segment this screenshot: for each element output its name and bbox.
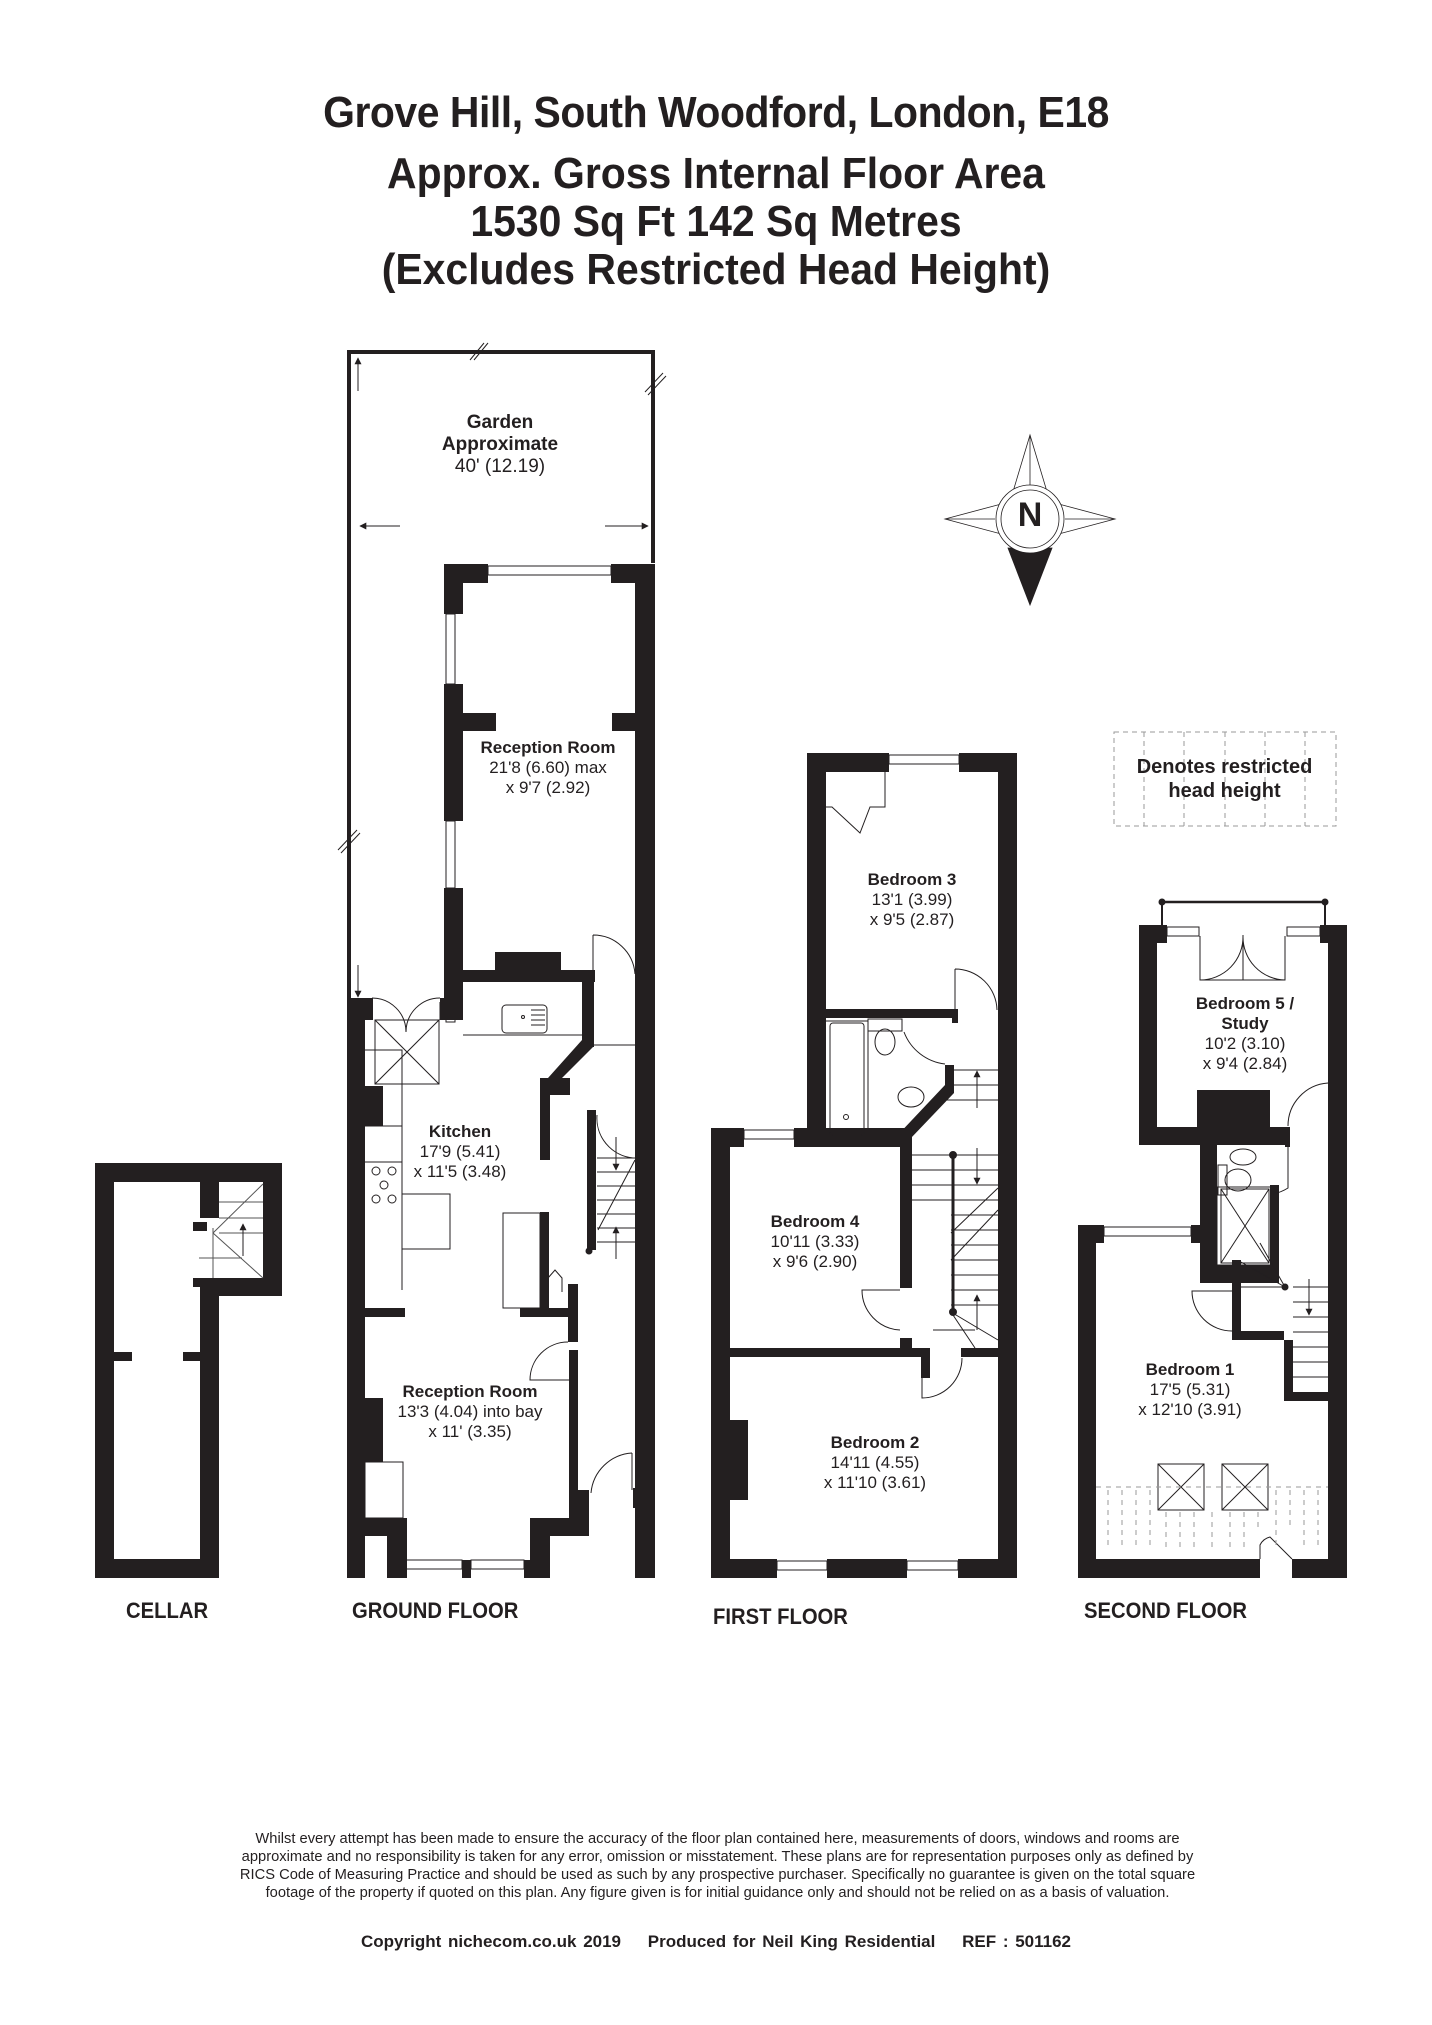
restricted-head-height-area <box>1096 1486 1328 1550</box>
area-title: Approx. Gross Internal Floor Area <box>387 149 1045 198</box>
first-floor-fixtures <box>743 754 999 1571</box>
restricted-height-key: Denotes restricted head height <box>1113 731 1336 826</box>
ground-floor-walls <box>347 564 655 1578</box>
room-label-bedroom-1: Bedroom 1 17'5 (5.31) x 12'10 (3.91) <box>1138 1360 1242 1419</box>
key-text-line1: Denotes restricted <box>1136 755 1313 778</box>
copyright-text: Copyright nichecom.co.uk 2019 <box>361 1932 622 1951</box>
floor-label-cellar: CELLAR <box>126 1598 209 1623</box>
second-floor-walls <box>1078 925 1347 1578</box>
disclaimer-text: Whilst every attempt has been made to en… <box>239 1830 1196 1901</box>
cellar-stairs <box>199 1183 264 1279</box>
reference-number: REF : 501162 <box>962 1932 1071 1951</box>
copyright-line: Copyright nichecom.co.uk 2019 Produced f… <box>0 1932 1432 1952</box>
room-label-front-reception: Reception Room 13'3 (4.04) into bay x 11… <box>397 1382 543 1441</box>
room-label-rear-reception: Reception Room 21'8 (6.60) max x 9'7 (2.… <box>480 738 616 797</box>
garden-outline <box>337 342 667 1000</box>
second-floor-fixtures <box>1103 898 1329 1560</box>
property-address: Grove Hill, South Woodford, London, E18 <box>323 88 1109 137</box>
floor-label-first: FIRST FLOOR <box>713 1604 848 1629</box>
floor-area-summary: Approx. Gross Internal Floor Area 1530 S… <box>50 150 1382 294</box>
first-floor-walls <box>711 753 1017 1578</box>
ground-floor-fixtures <box>364 565 636 1570</box>
room-label-kitchen: Kitchen 17'9 (5.41) x 11'5 (3.48) <box>413 1122 507 1181</box>
area-note: (Excludes Restricted Head Height) <box>381 245 1051 294</box>
floor-label-ground: GROUND FLOOR <box>352 1598 519 1623</box>
key-hatch <box>1113 731 1337 827</box>
room-label-bedroom-5-study: Bedroom 5 / Study 10'2 (3.10) x 9'4 (2.8… <box>1195 994 1295 1073</box>
room-label-bedroom-4: Bedroom 4 10'11 (3.33) x 9'6 (2.90) <box>770 1212 860 1271</box>
key-text-line2: head height <box>1168 779 1281 802</box>
produced-for-text: Produced for Neil King Residential <box>647 1932 936 1951</box>
cellar-walls <box>95 1163 282 1578</box>
room-label-bedroom-2: Bedroom 2 14'11 (4.55) x 11'10 (3.61) <box>823 1433 927 1492</box>
room-label-bedroom-3: Bedroom 3 13'1 (3.99) x 9'5 (2.87) <box>867 870 957 929</box>
compass-rose-icon <box>943 433 1117 607</box>
area-value: 1530 Sq Ft 142 Sq Metres <box>470 197 962 246</box>
north-label: N <box>1017 496 1043 534</box>
garden-label: Garden Approximate 40' (12.19) <box>441 412 559 477</box>
floor-label-second: SECOND FLOOR <box>1084 1598 1248 1623</box>
